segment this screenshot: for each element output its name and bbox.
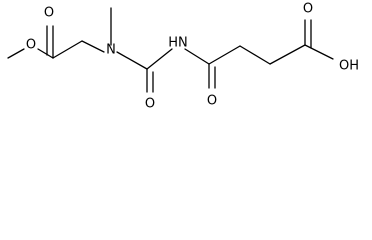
bond-methyl-oxygen bbox=[7, 48, 25, 59]
atom-imide-nitrogen-hydrogen: HN bbox=[168, 36, 188, 51]
bond-ch2-ch2 bbox=[239, 45, 271, 65]
bond-ester-carbon-ch2 bbox=[52, 40, 83, 59]
atom-acid-carbonyl-oxygen: O bbox=[303, 2, 313, 17]
bond-amide-carbon-ch2 bbox=[208, 45, 241, 65]
atom-ester-carbonyl-oxygen: O bbox=[44, 6, 54, 21]
atom-amine-nitrogen: N bbox=[106, 43, 116, 58]
bond-nh-amide-carbon bbox=[184, 48, 210, 65]
bond-ch2-nitrogen bbox=[81, 40, 105, 53]
bond-urea-carbon-nh bbox=[146, 48, 173, 70]
bonds bbox=[7, 7, 334, 93]
atom-acid-hydroxyl: OH bbox=[339, 59, 359, 74]
bond-oxygen-ester-carbon bbox=[37, 48, 54, 59]
bond-nitrogen-urea-carbon bbox=[116, 51, 148, 70]
bond-ch2-acid-carbon bbox=[269, 44, 306, 65]
atom-amide-oxygen: O bbox=[207, 94, 217, 109]
bond-acid-carbon-oh bbox=[304, 44, 334, 60]
atom-labels: O O N O HN O O OH bbox=[26, 2, 359, 112]
atom-urea-oxygen: O bbox=[145, 97, 155, 112]
chemical-structure: O O N O HN O O OH bbox=[7, 2, 359, 112]
atom-ester-ether-oxygen: O bbox=[26, 38, 36, 53]
